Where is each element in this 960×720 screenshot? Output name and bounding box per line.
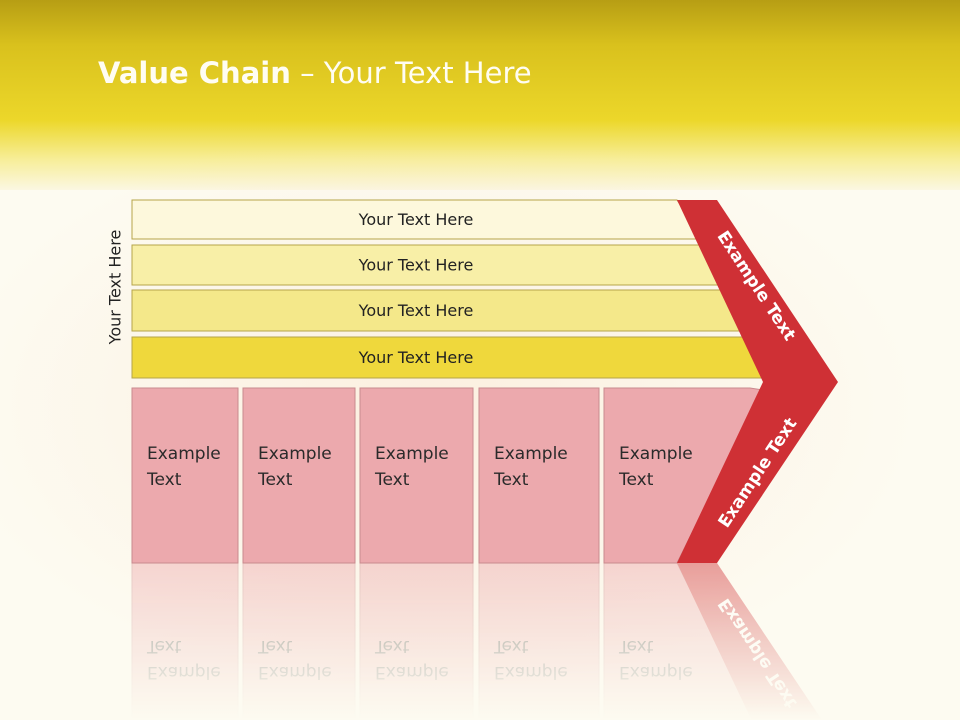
primary-box (359, 387, 474, 564)
primary-box-label-line2: Text (146, 636, 182, 656)
primary-box-label-line2: Text (257, 636, 293, 656)
primary-box-label-line2: Text (618, 636, 654, 656)
primary-box-label-line1: Example (258, 662, 332, 682)
primary-box-label-line1: Example (375, 662, 449, 682)
primary-box-label-line1: Example (375, 444, 449, 464)
primary-box (359, 562, 474, 720)
primary-box-label-line1: Example (619, 444, 693, 464)
primary-box (131, 387, 239, 564)
primary-box-label-line2: Text (257, 470, 293, 490)
primary-box-label-line1: Example (147, 662, 221, 682)
support-row-label: Your Text Here (358, 210, 474, 229)
primary-box-label-line2: Text (493, 636, 529, 656)
primary-box-label-line2: Text (146, 470, 182, 490)
primary-box-label-line2: Text (618, 470, 654, 490)
primary-box-label-line1: Example (147, 444, 221, 464)
primary-box-label-line1: Example (619, 662, 693, 682)
primary-box-label-line1: Example (494, 444, 568, 464)
primary-box-label-line2: Text (374, 470, 410, 490)
support-row-label: Your Text Here (358, 301, 474, 320)
primary-box (131, 562, 239, 720)
slide-title: Value Chain – Your Text Here (98, 56, 532, 90)
chevron-lower-segment (677, 563, 822, 720)
chevron-lower-segment (677, 382, 838, 563)
support-row-label: Your Text Here (358, 348, 474, 367)
primary-box-label-line1: Example (494, 662, 568, 682)
chevron-upper-segment (677, 200, 838, 382)
support-row-label: Your Text Here (358, 256, 474, 275)
primary-box (242, 562, 356, 720)
primary-box (478, 562, 600, 720)
title-rest: – Your Text Here (290, 56, 532, 90)
primary-box-label-line2: Text (374, 636, 410, 656)
primary-box-label-line1: Example (258, 444, 332, 464)
primary-box (478, 387, 600, 564)
title-bold: Value Chain (98, 56, 291, 90)
primary-box-label-line2: Text (493, 470, 529, 490)
